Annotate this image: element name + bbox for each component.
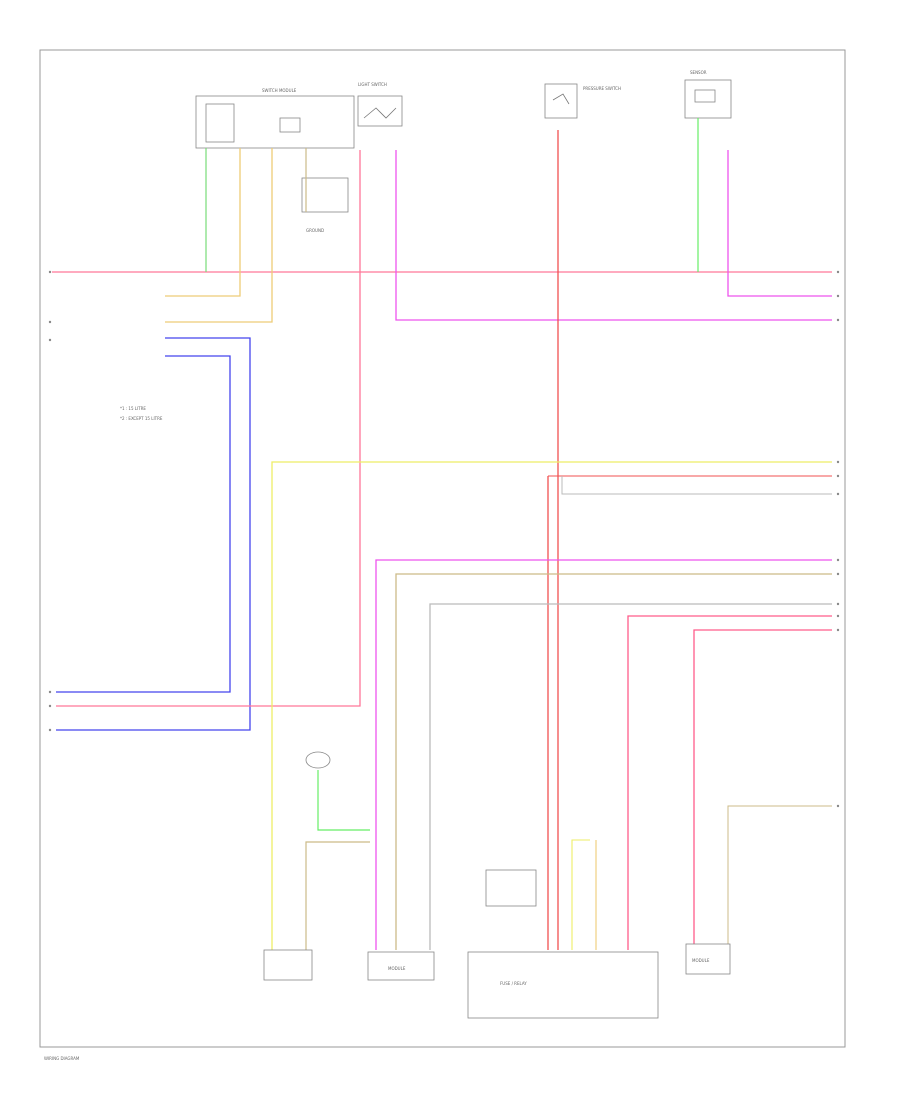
wire-yellow-1 [271,461,832,950]
ground-label: GROUND [306,228,324,233]
ground-block: GROUND [301,177,349,233]
left-edge-terminals [48,270,52,732]
ground-bottom-component [263,949,313,981]
wire-blue-1 [56,337,251,731]
wire-orange-2 [165,148,273,323]
light-switch-label: LIGHT SWITCH [358,82,387,87]
wire-tan-1 [395,573,832,950]
light-switch-component: LIGHT SWITCH [357,82,403,127]
pressure-switch-component: PRESSURE SWITCH [544,83,621,119]
wire-pink-4 [693,629,832,950]
top-left-switch-module: SWITCH MODULE [195,88,355,149]
pressure-switch-label: PRESSURE SWITCH [583,86,621,91]
wire-orange-1 [165,148,241,297]
diagram-frame [39,49,846,1048]
fuse-relay-block: FUSE / RELAY [467,869,659,1019]
right-edge-terminals [836,270,840,808]
wire-pink-3 [627,615,832,950]
module-bottom-right-label: MODULE [692,958,710,963]
module-bottom-left: MODULE [367,951,435,981]
wire-green-1 [317,770,370,831]
wire-blue-2 [56,355,231,693]
sensor-top-label: SENSOR [690,70,707,75]
wire-tan-2 [727,805,832,950]
wire-gray-1 [561,476,832,495]
module-bottom-right: MODULE [685,943,731,975]
top-left-module-label: SWITCH MODULE [262,88,297,93]
wire-magenta-3 [375,559,832,950]
legend: *1 : 15 LITRE *2 : EXCEPT 15 LITRE [120,406,163,421]
sensor-top-right-component: SENSOR [684,70,732,119]
wire-yellow-2 [571,839,590,950]
wire-gray-2 [429,603,832,950]
wire-magenta-1 [395,150,832,321]
footer-label: WIRING DIAGRAM [44,1056,80,1061]
wire-tan-3 [305,841,370,950]
wire-pink-2 [56,150,361,707]
legend-line-2: *2 : EXCEPT 15 LITRE [120,416,163,421]
legend-line-1: *1 : 15 LITRE [120,406,146,411]
wire-magenta-2 [727,150,832,297]
sensor-mid-component [305,751,331,769]
fuse-block-label: FUSE / RELAY [500,981,527,986]
module-bottom-left-label: MODULE [388,966,406,971]
